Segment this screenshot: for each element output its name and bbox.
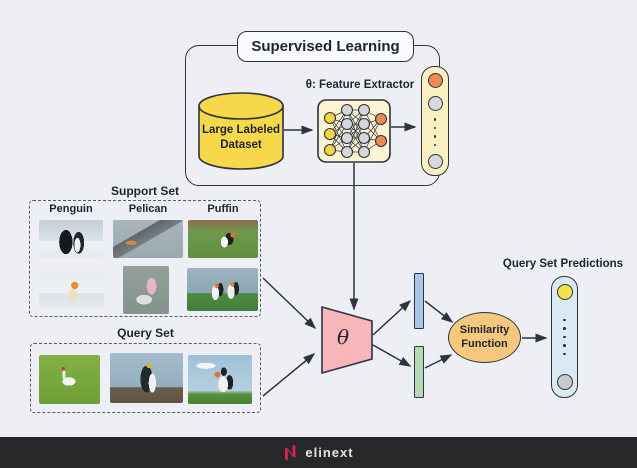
class-label-pelican: Pelican (128, 203, 168, 215)
prediction-cell-yellow (556, 284, 573, 300)
encoder-trapezoid (321, 305, 373, 375)
query-embedding-bar (414, 346, 424, 398)
query-set-box (30, 343, 261, 413)
neural-network-icon (323, 103, 388, 159)
embedding-vector (421, 66, 449, 176)
support-image-pelican-1 (113, 220, 183, 258)
supervised-learning-container (185, 45, 440, 186)
query-image-2 (110, 353, 183, 403)
arrow-encoder-to-support-bar (372, 299, 412, 336)
embedding-cell-gray-bottom (427, 153, 443, 169)
support-set-box (29, 200, 261, 317)
embedding-cell-orange (427, 73, 443, 88)
query-image-1 (39, 355, 100, 404)
prediction-cell-gray (556, 374, 573, 390)
feature-extractor-label: θ: Feature Extractor (305, 79, 415, 91)
query-set-title: Query Set (117, 326, 174, 340)
brand-name: elinext (305, 445, 354, 460)
supervised-learning-title: Supervised Learning (237, 31, 414, 62)
encoder-theta-symbol: θ (336, 325, 350, 349)
support-image-pelican-2 (123, 266, 169, 314)
dataset-label: Large Labeled Dataset (202, 124, 280, 151)
support-image-penguin-2 (39, 271, 104, 309)
arrow-encoder-to-query-bar (372, 344, 412, 367)
query-image-3 (188, 355, 252, 404)
arrow-query-bar-to-similarity (424, 354, 453, 369)
arrow-query-to-encoder (262, 353, 316, 397)
support-image-penguin-1 (39, 220, 103, 258)
arrow-support-bar-to-similarity (424, 300, 454, 323)
brand-logo-icon (285, 444, 296, 461)
large-labeled-dataset-cylinder (198, 92, 284, 170)
arrow-support-to-encoder (262, 277, 317, 330)
class-label-penguin: Penguin (49, 203, 93, 215)
query-set-predictions-title: Query Set Predictions (502, 258, 624, 270)
embedding-ellipsis (433, 118, 437, 147)
predictions-vector (551, 276, 578, 398)
support-embedding-bar (414, 273, 424, 329)
support-image-puffin-2 (187, 268, 258, 311)
support-set-title: Support Set (111, 184, 179, 198)
similarity-function: Similarity Function (448, 312, 521, 363)
footer-bar: elinext (0, 437, 637, 468)
embedding-cell-gray (427, 95, 443, 111)
predictions-ellipsis (563, 318, 566, 356)
support-image-puffin-1 (188, 220, 258, 258)
class-label-puffin: Puffin (207, 203, 239, 215)
